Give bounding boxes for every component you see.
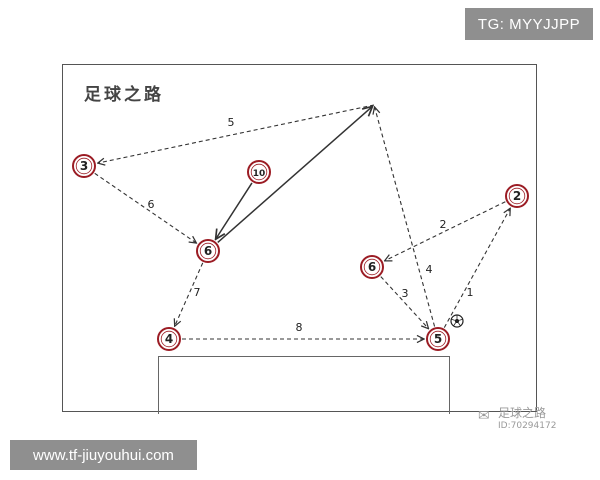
pass-arrow-p6a-to-p4 xyxy=(175,262,204,326)
player-marker-p2: 2 xyxy=(505,184,529,208)
player-number: 6 xyxy=(368,260,376,274)
player-marker-p3: 3 xyxy=(72,154,96,178)
pass-arrow-p3-to-p6a xyxy=(94,172,197,243)
pass-step-label: 3 xyxy=(402,287,409,300)
pass-arrow-p5-to-top xyxy=(375,107,436,327)
pass-step-label: 4 xyxy=(426,263,433,276)
pass-step-label: 5 xyxy=(228,116,235,129)
pass-step-label: 2 xyxy=(440,218,447,231)
soccer-ball-icon xyxy=(450,314,464,328)
pass-arrow-p5-to-p2 xyxy=(443,208,510,328)
pass-arrow-p2-to-p6b xyxy=(385,201,506,261)
pass-step-label: 8 xyxy=(296,321,303,334)
player-number: 4 xyxy=(165,332,173,346)
pass-step-label: 6 xyxy=(148,198,155,211)
player-number: 3 xyxy=(80,159,88,173)
watermark-name: 足球之路 xyxy=(498,406,547,420)
pass-arrow-p6a-to-top xyxy=(217,106,373,243)
pitch-outline xyxy=(62,64,537,412)
watermark-id: ID:70294172 xyxy=(498,421,557,431)
player-number: 6 xyxy=(204,244,212,258)
pass-step-label: 1 xyxy=(467,286,474,299)
pass-arrow-p6b-to-p5 xyxy=(380,276,429,329)
player-marker-p6b: 6 xyxy=(360,255,384,279)
player-number: 2 xyxy=(513,189,521,203)
website-url[interactable]: www.tf-jiuyouhui.com xyxy=(10,440,197,470)
diagram-title: 足球之路 xyxy=(84,85,164,105)
pass-arrow-p10-to-p6a xyxy=(216,182,253,239)
player-marker-p10: 10 xyxy=(247,160,271,184)
penalty-box xyxy=(158,356,450,414)
telegram-badge: TG: MYYJJPP xyxy=(465,8,593,40)
pass-step-label: 7 xyxy=(194,286,201,299)
player-marker-p5: 5 xyxy=(426,327,450,351)
wechat-icon: ✉ xyxy=(478,408,490,424)
player-number: 5 xyxy=(434,332,442,346)
player-marker-p6a: 6 xyxy=(196,239,220,263)
player-number: 10 xyxy=(253,169,266,179)
pass-arrow-top-to-p3 xyxy=(98,104,375,163)
player-marker-p4: 4 xyxy=(157,327,181,351)
